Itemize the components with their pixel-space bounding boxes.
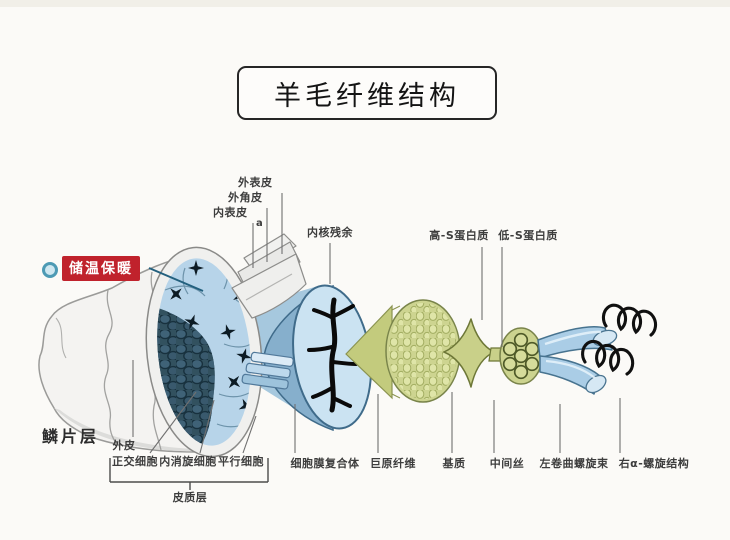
label-outer-skin: 外皮: [112, 439, 136, 452]
macrofibril-bulb: [345, 299, 461, 403]
title-plaque: 羊毛纤维结构: [237, 66, 497, 120]
cortex-cell-funnel: [263, 284, 372, 432]
label-inner-core: 内核残余: [307, 226, 353, 239]
cortex-bracket: [109, 458, 269, 490]
label-high-s-protein: 高-S蛋白质: [429, 229, 489, 242]
label-meso-cells: 内消旋细胞: [159, 455, 217, 468]
coiled-coil-tubes: [537, 325, 618, 395]
label-outer-cuticle: 外表皮: [238, 176, 273, 189]
callout-bullet-icon: [42, 262, 58, 278]
intermediate-filament-disc: [499, 327, 543, 385]
label-ortho-cells: 正交细胞: [112, 455, 158, 468]
page-title: 羊毛纤维结构: [274, 80, 460, 112]
callout-line: [148, 267, 204, 292]
label-exo-cuticle: 外角皮: [228, 191, 263, 204]
label-left-coiled-coil: 左卷曲螺旋束: [539, 457, 609, 470]
inner-core-branches: [307, 297, 358, 413]
label-low-s-protein: 低-S蛋白质: [498, 229, 558, 242]
alpha-helix-coils: [581, 303, 658, 376]
label-marker-a: a: [256, 218, 263, 229]
label-matrix: 基质: [442, 457, 466, 470]
label-macrofibril: 巨原纤维: [370, 457, 416, 470]
label-cell-membrane-complex: 细胞膜复合体: [290, 457, 360, 470]
cuticle-flakes: [231, 233, 307, 319]
label-cortex-layer: 皮质层: [172, 491, 208, 504]
label-endo-cuticle: 内表皮: [213, 206, 248, 219]
leader-lines: [132, 193, 621, 454]
label-scale-layer: 鳞片层: [42, 427, 100, 446]
label-right-alpha-helix: 右α-螺旋结构: [618, 457, 690, 470]
cell-membrane-complex: [241, 351, 294, 390]
warmth-badge: 储温保暖: [62, 256, 140, 281]
label-parallel-cells: 平行细胞: [218, 455, 264, 468]
label-intermediate-filament: 中间丝: [489, 457, 525, 470]
